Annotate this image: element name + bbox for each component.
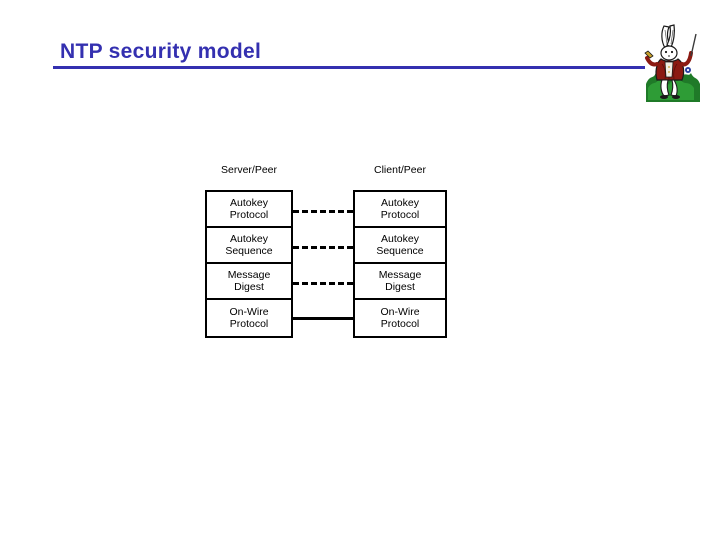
layer-label-line1: On-Wire — [380, 306, 420, 318]
server-peer-stack: Autokey Protocol Autokey Sequence Messag… — [205, 190, 293, 338]
layer-box: Autokey Sequence — [207, 228, 291, 264]
client-peer-stack: Autokey Protocol Autokey Sequence Messag… — [353, 190, 447, 338]
layer-label-line2: Protocol — [380, 318, 420, 330]
layer-label-line1: Message — [227, 269, 271, 281]
layer-label-line2: Protocol — [380, 209, 420, 221]
layer-box: Autokey Protocol — [355, 192, 445, 228]
title-underline-rule — [53, 66, 645, 69]
layer-label-line2: Sequence — [225, 245, 273, 257]
layer-label-line2: Digest — [385, 281, 415, 293]
page-title: NTP security model — [60, 40, 262, 63]
layer-label-line2: Sequence — [376, 245, 424, 257]
connector-autokey-sequence — [293, 246, 353, 249]
white-rabbit-icon — [644, 22, 702, 108]
connector-autokey-protocol — [293, 210, 353, 213]
connector-message-digest — [293, 282, 353, 285]
layer-box: Message Digest — [355, 264, 445, 300]
layer-label-line1: Autokey — [381, 197, 419, 209]
layer-label-line1: On-Wire — [229, 306, 269, 318]
column-header-client: Client/Peer — [374, 164, 426, 176]
layer-box: Autokey Protocol — [207, 192, 291, 228]
connector-on-wire-protocol — [293, 317, 353, 320]
layer-box: On-Wire Protocol — [207, 300, 291, 336]
layer-label-line2: Protocol — [229, 318, 269, 330]
layer-label-line1: Message — [378, 269, 422, 281]
layer-box: On-Wire Protocol — [355, 300, 445, 336]
layer-label-line1: Autokey — [230, 197, 268, 209]
layer-label-line1: Autokey — [230, 233, 268, 245]
layer-label-line2: Digest — [234, 281, 264, 293]
layer-label-line2: Protocol — [229, 209, 269, 221]
layer-label-line1: Autokey — [381, 233, 419, 245]
layer-box: Autokey Sequence — [355, 228, 445, 264]
layer-box: Message Digest — [207, 264, 291, 300]
column-header-server: Server/Peer — [220, 164, 278, 176]
